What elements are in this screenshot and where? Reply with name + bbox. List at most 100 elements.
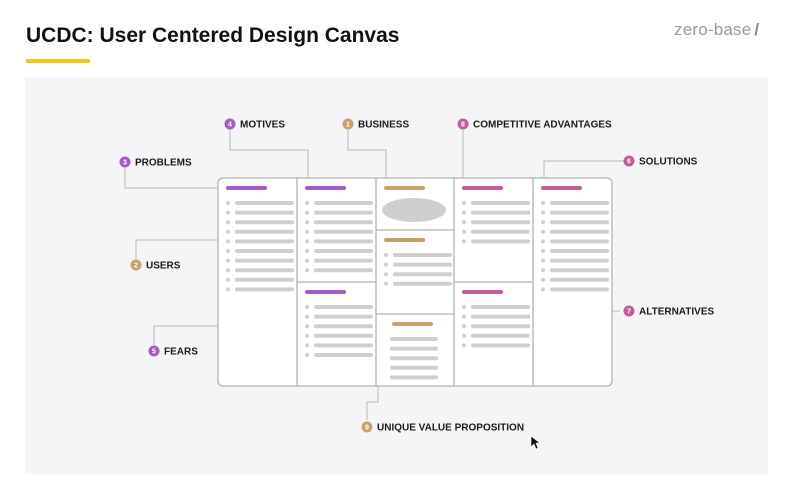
- placeholder-line: [550, 239, 609, 244]
- badge-number: 8: [461, 122, 465, 129]
- mouse-cursor-icon: [530, 435, 541, 450]
- placeholder-line: [390, 337, 438, 341]
- label-fears: 5 FEARS: [148, 345, 198, 358]
- placeholder-line: [550, 220, 609, 225]
- placeholder-bullet: [541, 258, 545, 263]
- placeholder-line: [235, 258, 294, 263]
- connector-solutions: [543, 160, 629, 182]
- badge-circle: [457, 118, 469, 130]
- placeholder-bullet: [462, 229, 466, 234]
- placeholder-bullet: [226, 229, 230, 234]
- placeholder-line: [550, 287, 609, 292]
- placeholder-line: [393, 262, 452, 267]
- cell-header-bar: [305, 186, 346, 190]
- cell-header-bar: [384, 186, 425, 190]
- badge-number: 5: [152, 349, 156, 356]
- placeholder-bullet: [226, 277, 230, 282]
- placeholder-bullet: [226, 249, 230, 253]
- placeholder-bullet: [462, 333, 466, 338]
- placeholder-bullet: [305, 258, 309, 263]
- badge-number: 4: [228, 122, 232, 129]
- brand-name: zero-base: [674, 20, 752, 39]
- placeholder-line: [471, 333, 530, 338]
- placeholder-line: [550, 210, 609, 215]
- badge-number: 7: [627, 309, 631, 316]
- placeholder-line: [550, 249, 609, 253]
- placeholder-line: [314, 314, 373, 319]
- label-solutions: 6 SOLUTIONS: [623, 155, 698, 168]
- placeholder-line: [471, 201, 530, 205]
- placeholder-bullet: [305, 239, 309, 244]
- label-competitive-advantages: 8 COMPETITIVE ADVANTAGES: [457, 118, 612, 131]
- placeholder-line: [390, 356, 438, 361]
- placeholder-bullet: [226, 201, 230, 205]
- placeholder-bullet: [226, 210, 230, 215]
- label-text: UNIQUE VALUE PROPOSITION: [377, 423, 524, 434]
- placeholder-bullet: [305, 324, 309, 329]
- placeholder-line: [314, 268, 373, 273]
- canvas-cells: [226, 186, 609, 380]
- placeholder-bullet: [226, 287, 230, 292]
- placeholder-bullet: [305, 229, 309, 234]
- placeholder-line: [471, 239, 530, 244]
- brand-logo: zero-base/: [674, 20, 759, 40]
- placeholder-bullet: [305, 343, 309, 348]
- brand-slash: /: [754, 20, 760, 39]
- placeholder-line: [235, 249, 294, 253]
- placeholder-line: [550, 258, 609, 263]
- label-unique-value-proposition: 9 UNIQUE VALUE PROPOSITION: [361, 421, 524, 434]
- badge-circle: [224, 118, 236, 130]
- placeholder-bullet: [462, 305, 466, 309]
- placeholder-line: [314, 249, 373, 253]
- badge-circle: [148, 345, 160, 357]
- placeholder-bullet: [226, 258, 230, 263]
- title-underline: [26, 59, 90, 63]
- badge-circle: [623, 305, 635, 317]
- cell-header-bar: [384, 238, 425, 242]
- placeholder-bullet: [305, 220, 309, 225]
- connector-motives: [229, 130, 309, 182]
- placeholder-bullet: [305, 210, 309, 215]
- placeholder-line: [393, 272, 452, 277]
- badge-number: 2: [134, 263, 138, 270]
- placeholder-line: [314, 333, 373, 338]
- placeholder-line: [393, 253, 452, 257]
- placeholder-line: [390, 375, 438, 380]
- placeholder-line: [550, 201, 609, 205]
- business-ellipse: [382, 198, 446, 222]
- label-text: COMPETITIVE ADVANTAGES: [473, 120, 612, 131]
- placeholder-line: [314, 220, 373, 225]
- placeholder-line: [314, 239, 373, 244]
- badge-circle: [130, 259, 142, 271]
- placeholder-bullet: [305, 249, 309, 253]
- placeholder-bullet: [305, 201, 309, 205]
- placeholder-bullet: [226, 239, 230, 244]
- placeholder-line: [314, 353, 373, 357]
- label-text: PROBLEMS: [135, 158, 192, 169]
- placeholder-bullet: [305, 268, 309, 273]
- cell-header-bar: [541, 186, 582, 190]
- placeholder-line: [235, 277, 294, 282]
- placeholder-bullet: [384, 262, 388, 267]
- placeholder-line: [471, 314, 530, 319]
- placeholder-line: [471, 210, 530, 215]
- placeholder-bullet: [305, 305, 309, 309]
- placeholder-bullet: [541, 239, 545, 244]
- placeholder-line: [390, 346, 438, 351]
- placeholder-line: [314, 258, 373, 263]
- label-problems: 3 PROBLEMS: [119, 156, 192, 169]
- placeholder-bullet: [541, 201, 545, 205]
- placeholder-line: [550, 229, 609, 234]
- placeholder-line: [314, 305, 373, 309]
- cell-header-bar: [392, 322, 433, 326]
- placeholder-line: [393, 281, 452, 286]
- placeholder-bullet: [462, 324, 466, 329]
- badge-number: 1: [346, 122, 350, 129]
- placeholder-line: [235, 287, 294, 292]
- placeholder-bullet: [305, 314, 309, 319]
- label-text: ALTERNATIVES: [639, 307, 715, 318]
- cell-header-bar: [226, 186, 267, 190]
- badge-number: 9: [365, 425, 369, 432]
- placeholder-line: [550, 268, 609, 273]
- placeholder-bullet: [305, 333, 309, 338]
